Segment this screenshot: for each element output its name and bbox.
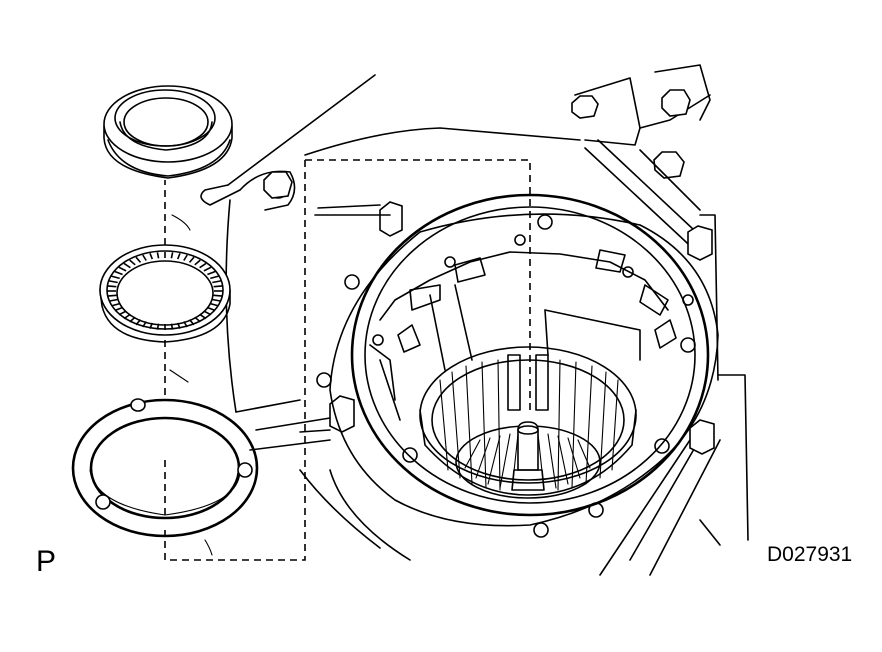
- needle-roller: [213, 285, 223, 288]
- washer-claw: [237, 462, 253, 478]
- view-label: P: [36, 545, 57, 578]
- bolt-head: [661, 89, 691, 117]
- needle-roller: [176, 322, 181, 329]
- needle-roller: [212, 298, 222, 302]
- needle-roller: [111, 302, 120, 307]
- needle-roller: [114, 306, 123, 312]
- needle-roller: [111, 275, 120, 280]
- needle-roller: [170, 252, 174, 259]
- needle-roller: [135, 256, 142, 263]
- thrust-needle-bearing: [99, 244, 231, 343]
- alignment-arc: [204, 539, 213, 556]
- needle-roller: [156, 323, 160, 330]
- needle-roller: [203, 266, 212, 272]
- needle-roller: [149, 322, 154, 329]
- thrust-washer: [71, 398, 259, 538]
- thrust-bearing-race: [103, 85, 233, 179]
- needle-roller: [183, 321, 188, 328]
- needle-roller: [156, 252, 160, 259]
- needle-roller: [123, 313, 131, 320]
- figure-code: D027931: [767, 543, 853, 566]
- needle-roller: [107, 285, 117, 288]
- needle-roller: [118, 310, 127, 316]
- needle-roller: [170, 323, 174, 330]
- needle-roller: [129, 316, 136, 323]
- needle-roller: [176, 253, 181, 260]
- callout-frame: [164, 159, 531, 561]
- alignment-arc: [169, 369, 189, 383]
- needle-roller: [207, 306, 216, 312]
- transmission-case-housing: [200, 64, 749, 576]
- needle-roller: [114, 270, 123, 276]
- needle-roller: [203, 310, 212, 316]
- needle-roller: [107, 294, 117, 297]
- needle-roller: [118, 266, 127, 272]
- needle-roller: [199, 313, 207, 320]
- needle-roller: [142, 254, 147, 261]
- stud: [689, 419, 715, 455]
- washer-claw: [95, 494, 111, 510]
- needle-roller: [188, 256, 195, 263]
- needle-roller: [142, 321, 147, 328]
- needle-roller: [213, 294, 223, 297]
- needle-roller: [210, 302, 219, 307]
- needle-roller: [149, 253, 154, 260]
- bolt-head: [263, 171, 293, 199]
- needle-roller: [123, 262, 131, 269]
- stud: [329, 395, 355, 433]
- alignment-arc: [171, 214, 191, 231]
- stud: [379, 201, 403, 237]
- needle-roller: [135, 319, 142, 326]
- needle-roller: [212, 280, 222, 284]
- needle-roller: [194, 316, 201, 323]
- stud: [687, 225, 713, 261]
- needle-roller: [194, 259, 201, 266]
- needle-roller: [183, 254, 188, 261]
- bolt-head: [653, 151, 685, 179]
- needle-roller: [199, 262, 207, 269]
- needle-rollers: [107, 252, 223, 330]
- needle-roller: [129, 259, 136, 266]
- bolt-head: [571, 95, 599, 119]
- needle-roller: [188, 319, 195, 326]
- needle-roller: [207, 270, 216, 276]
- washer-claw: [130, 398, 146, 412]
- needle-roller: [108, 298, 118, 302]
- needle-roller: [210, 275, 219, 280]
- needle-roller: [108, 280, 118, 284]
